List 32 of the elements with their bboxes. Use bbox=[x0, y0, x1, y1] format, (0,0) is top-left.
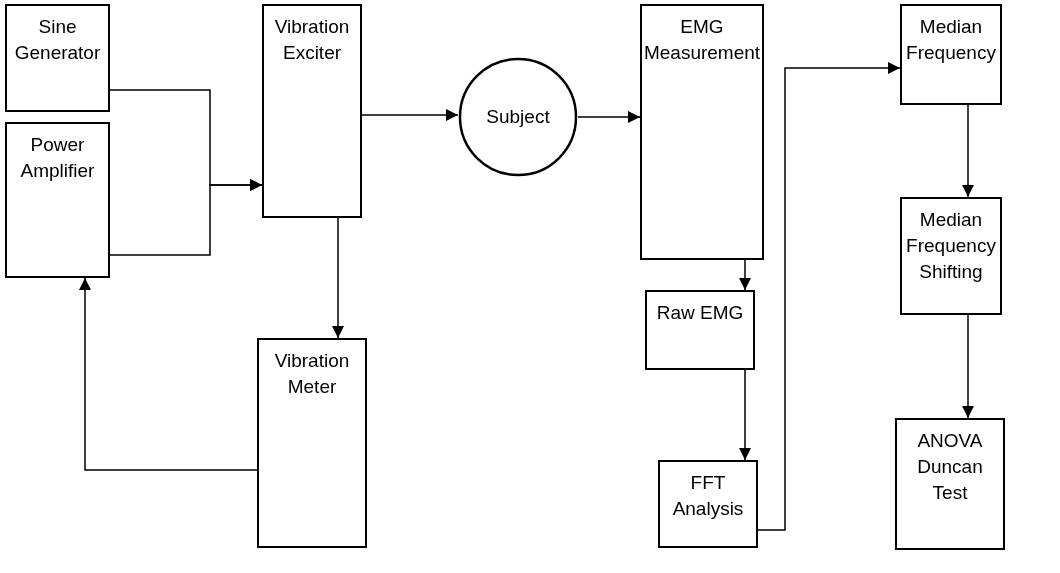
arrow bbox=[79, 277, 258, 471]
node-label: ANOVA Duncan Test bbox=[916, 429, 984, 505]
process-box bbox=[257, 338, 367, 548]
process-box bbox=[900, 4, 1002, 105]
process-box bbox=[640, 4, 764, 260]
subject-circle bbox=[458, 57, 578, 177]
arrow bbox=[361, 109, 459, 121]
node-label: Median Frequency Shifting bbox=[905, 208, 997, 284]
arrow bbox=[962, 314, 974, 419]
node-label: EMG Measurement bbox=[642, 15, 762, 65]
process-box bbox=[895, 418, 1005, 550]
node-label: FFT Analysis bbox=[671, 471, 745, 521]
process-box bbox=[262, 4, 362, 218]
arrow bbox=[577, 111, 641, 123]
node-label: Subject bbox=[485, 105, 551, 129]
arrow bbox=[109, 179, 263, 256]
process-box bbox=[5, 4, 110, 112]
arrow bbox=[962, 104, 974, 198]
arrow bbox=[332, 217, 344, 339]
process-box bbox=[900, 197, 1002, 315]
process-box bbox=[645, 290, 755, 370]
arrow bbox=[739, 369, 751, 461]
node-label: Vibration Exciter bbox=[273, 15, 351, 65]
node-label: Raw EMG bbox=[655, 301, 745, 325]
node-label: Power Amplifier bbox=[19, 133, 96, 183]
node-label: Median Frequency bbox=[905, 15, 997, 65]
process-box bbox=[658, 460, 758, 548]
node-label: Sine Generator bbox=[13, 15, 102, 65]
node-label: Vibration Meter bbox=[273, 349, 351, 399]
arrow bbox=[757, 62, 901, 531]
arrow bbox=[739, 259, 751, 291]
process-box bbox=[5, 122, 110, 278]
